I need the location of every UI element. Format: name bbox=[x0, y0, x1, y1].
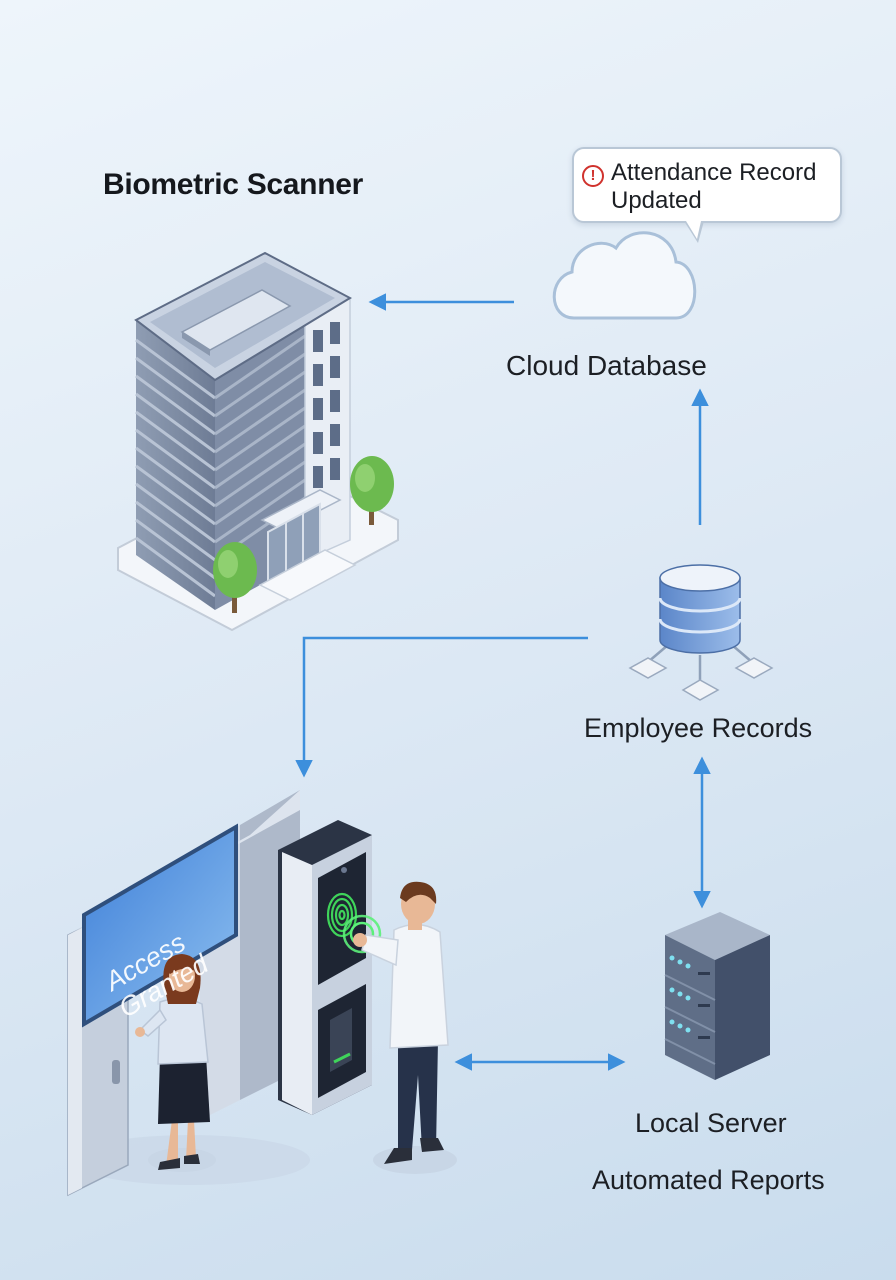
server-rack-icon bbox=[664, 912, 770, 1080]
arrow-records-to-gate bbox=[295, 636, 588, 778]
local-server-label: Local Server bbox=[635, 1108, 787, 1138]
page-title: Biometric Scanner bbox=[103, 168, 363, 201]
alert-icon: ! bbox=[582, 165, 604, 187]
woman-figure bbox=[135, 954, 216, 1172]
automated-reports-label: Automated Reports bbox=[592, 1165, 825, 1195]
notification-text: Attendance Record Updated bbox=[611, 159, 817, 214]
office-building-illustration bbox=[117, 251, 399, 632]
cloud-database-label: Cloud Database bbox=[506, 350, 707, 381]
cloud-icon bbox=[552, 231, 697, 320]
access-gate-illustration bbox=[67, 790, 382, 1197]
fingerprint-icon bbox=[326, 892, 358, 938]
notification-bubble: ! Attendance Record Updated bbox=[572, 147, 842, 243]
man-figure bbox=[353, 881, 457, 1174]
access-screen bbox=[82, 823, 238, 1028]
database-icon bbox=[628, 564, 774, 701]
flow-arrows bbox=[295, 293, 711, 1071]
employee-records-label: Employee Records bbox=[584, 713, 813, 743]
